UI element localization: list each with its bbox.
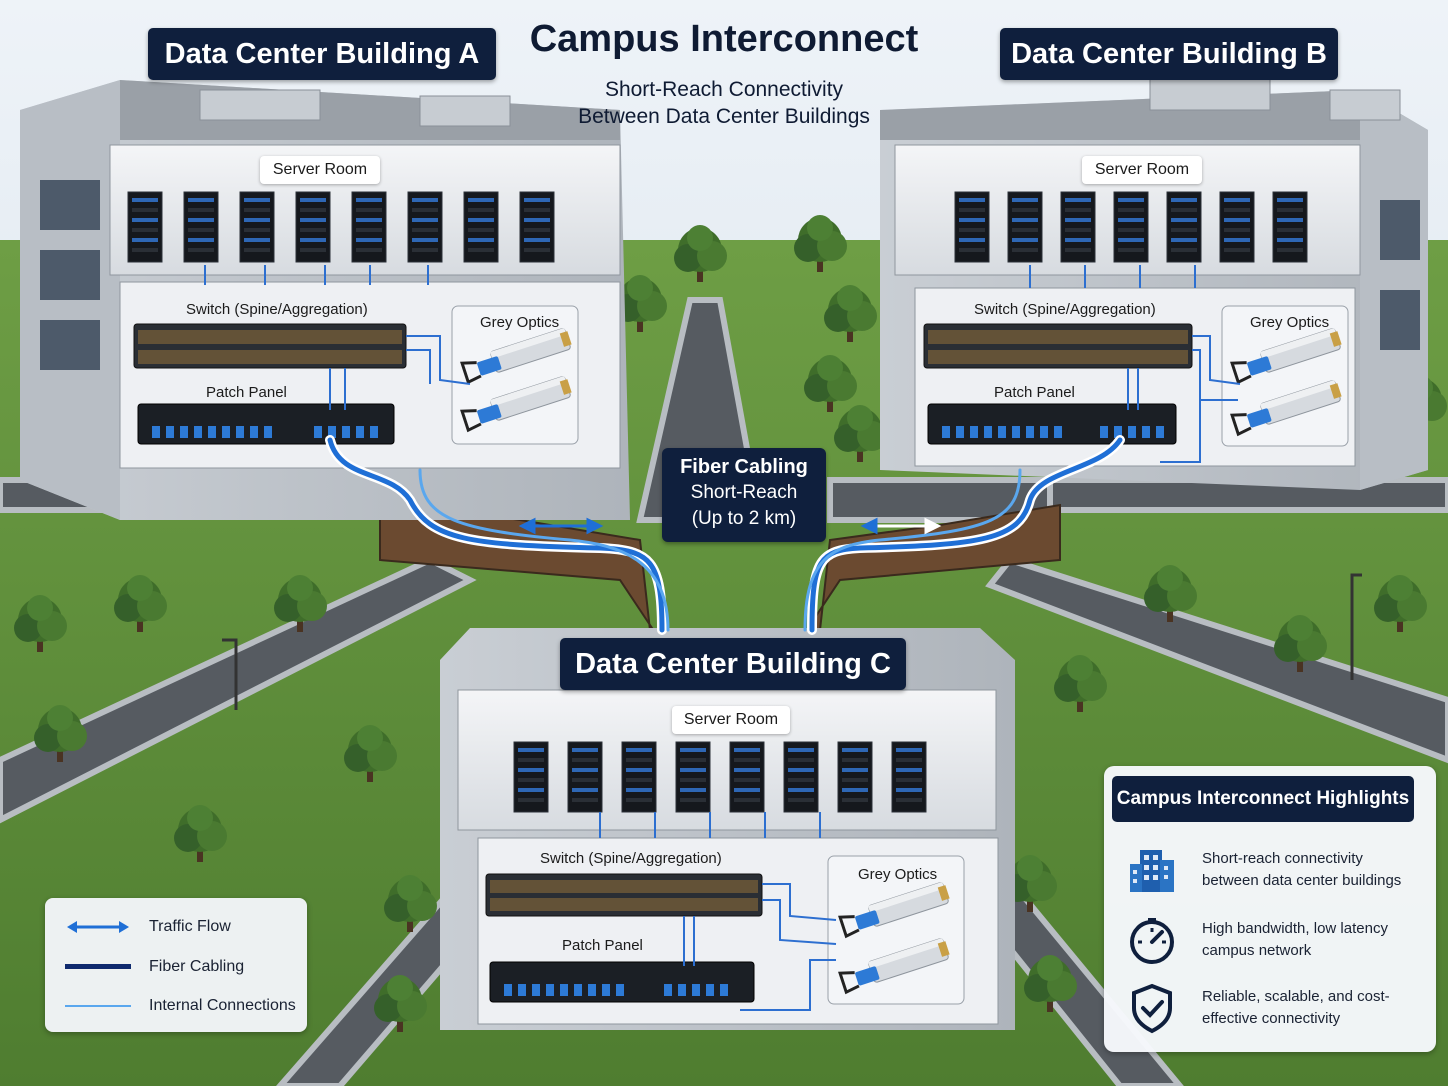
highlight-3-line-1: Reliable, scalable, and cost- — [1202, 988, 1390, 1005]
highlight-1-line-2: between data center buildings — [1202, 872, 1402, 889]
building-a-switch-label: Switch (Spine/Aggregation) — [186, 301, 368, 318]
highlight-item: Reliable, scalable, and cost- effective … — [1104, 978, 1436, 1038]
shield-check-icon — [1132, 983, 1172, 1034]
fiber-line-3: (Up to 2 km) — [691, 508, 797, 529]
highlight-item: High bandwidth, low latency campus netwo… — [1104, 910, 1436, 970]
fiber-cabling-line-icon — [65, 964, 131, 969]
legend-traffic-flow-label: Traffic Flow — [149, 918, 231, 935]
speedometer-icon — [1130, 918, 1174, 964]
fiber-line-1: Fiber Cabling — [680, 456, 808, 478]
subtitle-line-1: Short-Reach Connectivity — [604, 78, 844, 101]
highlight-item: Short-reach connectivity between data ce… — [1104, 840, 1436, 900]
building-b-racks — [954, 191, 1308, 263]
building-icon — [1130, 850, 1174, 892]
legend: Traffic Flow Fiber Cabling Internal Conn… — [45, 898, 307, 1032]
street-lamps — [222, 573, 1362, 710]
highlight-1-line-1: Short-reach connectivity — [1202, 850, 1363, 867]
building-a-patch-panel-label: Patch Panel — [206, 384, 287, 401]
legend-internal-connections-label: Internal Connections — [149, 997, 296, 1014]
internal-connections-line-icon — [65, 1005, 131, 1007]
building-c-optics-label: Grey Optics — [858, 866, 938, 883]
building-a-label: Data Center Building A — [148, 28, 496, 80]
legend-traffic-flow: Traffic Flow — [45, 912, 307, 942]
legend-fiber-cabling-label: Fiber Cabling — [149, 958, 245, 975]
building-b-structure — [880, 75, 1428, 490]
building-c-server-room-label: Server Room — [672, 706, 790, 734]
cable-trench — [379, 498, 1061, 641]
highlight-2-line-2: campus network — [1202, 942, 1312, 959]
traffic-flow-arrows — [518, 517, 942, 535]
fiber-line-2: Short-Reach — [690, 482, 798, 503]
building-a-optics-label: Grey Optics — [480, 314, 560, 331]
fiber-cabling-trunks — [325, 435, 1125, 635]
building-b-patch-panel-label: Patch Panel — [994, 384, 1075, 401]
building-b-optics-label: Grey Optics — [1250, 314, 1330, 331]
traffic-flow-arrow-icon — [67, 921, 129, 933]
building-c-patch-panel-label: Patch Panel — [562, 937, 643, 954]
building-c-label: Data Center Building C — [560, 638, 906, 690]
highlight-3-line-2: effective connectivity — [1202, 1010, 1341, 1027]
legend-fiber-cabling: Fiber Cabling — [45, 952, 307, 982]
subtitle-line-2: Between Data Center Buildings — [578, 105, 870, 128]
highlight-2-line-1: High bandwidth, low latency — [1202, 920, 1388, 937]
highlights-title: Campus Interconnect Highlights — [1112, 776, 1414, 822]
fiber-cabling-callout: Fiber Cabling Short-Reach (Up to 2 km) — [662, 448, 826, 542]
page-title: Campus Interconnect — [529, 18, 919, 60]
highlights-panel: Campus Interconnect Highlights Short-rea… — [1104, 766, 1436, 1052]
page-subtitle: Short-Reach Connectivity Between Data Ce… — [0, 76, 1448, 130]
building-b-switch-label: Switch (Spine/Aggregation) — [974, 301, 1156, 318]
building-b-label: Data Center Building B — [1000, 28, 1338, 80]
building-c-switch-label: Switch (Spine/Aggregation) — [540, 850, 722, 867]
building-a-structure — [20, 80, 630, 520]
building-b-server-room-label: Server Room — [1082, 156, 1202, 184]
building-a-server-room-label: Server Room — [260, 156, 380, 184]
legend-internal-connections: Internal Connections — [45, 991, 307, 1021]
